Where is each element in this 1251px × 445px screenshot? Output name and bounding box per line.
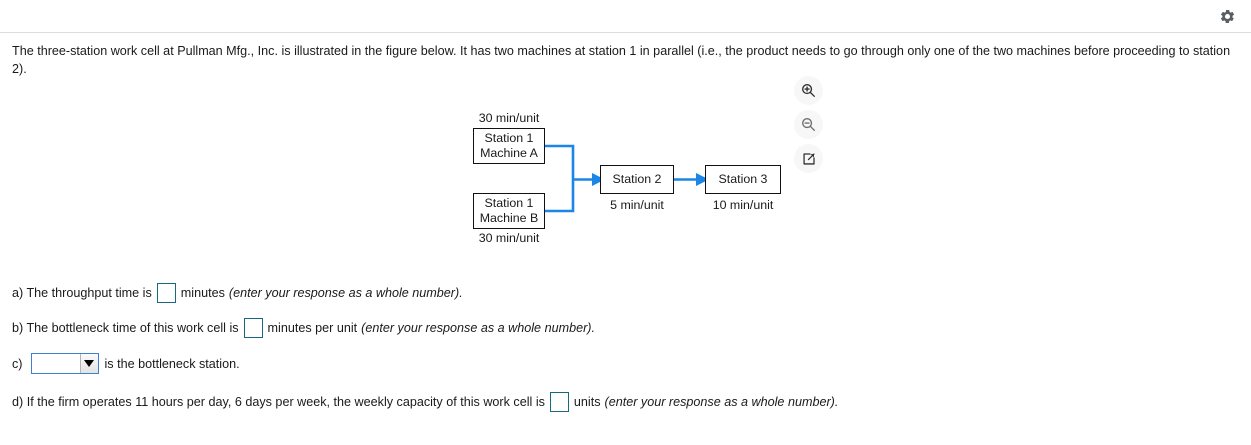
answer-a-unit: minutes <box>180 286 225 300</box>
settings-button[interactable] <box>1215 4 1239 28</box>
answer-d-unit: units <box>573 395 601 409</box>
machine-b-line1: Station 1 <box>484 196 534 210</box>
answer-row-b: b) The bottleneck time of this work cell… <box>12 318 595 338</box>
zoom-out-button[interactable] <box>794 110 823 139</box>
zoom-in-button[interactable] <box>794 76 823 105</box>
question-text: The three-station work cell at Pullman M… <box>12 44 1231 76</box>
open-in-new-window-icon <box>801 151 817 167</box>
answer-d-input[interactable] <box>549 392 569 412</box>
answer-b-input[interactable] <box>243 318 263 338</box>
zoom-out-icon <box>800 116 817 133</box>
machine-a-time-label: 30 min/unit <box>478 111 540 125</box>
machine-b-line2: Machine B <box>479 211 539 225</box>
open-in-new-window-button[interactable] <box>794 144 823 173</box>
chevron-down-icon <box>79 354 98 373</box>
answer-c-prefix: c) <box>12 356 23 371</box>
station-3-box: Station 3 <box>705 165 781 194</box>
work-cell-diagram: 30 min/unit Station 1 Machine A Station … <box>440 70 840 270</box>
bottleneck-station-select[interactable] <box>30 353 99 374</box>
answer-b-unit: minutes per unit <box>267 321 358 335</box>
station-3-line1: Station 3 <box>718 172 768 186</box>
answer-row-c: c) is the bottleneck station. <box>12 353 240 374</box>
machine-b-time-label: 30 min/unit <box>478 231 540 245</box>
diagram-connectors <box>545 144 709 213</box>
machine-a-line2: Machine A <box>480 146 538 160</box>
answer-a-hint: (enter your response as a whole number). <box>228 286 463 300</box>
station-3-time-label: 10 min/unit <box>712 198 774 212</box>
answer-b-hint: (enter your response as a whole number). <box>361 321 595 335</box>
bottleneck-station-value <box>32 354 80 373</box>
top-toolbar <box>0 0 1251 33</box>
answer-a-prefix: a) The throughput time is <box>12 286 152 300</box>
answer-d-prefix: d) If the firm operates 11 hours per day… <box>12 395 545 409</box>
machine-a-box: Station 1 Machine A <box>473 128 545 164</box>
answer-row-d: d) If the firm operates 11 hours per day… <box>12 392 838 412</box>
answer-b-prefix: b) The bottleneck time of this work cell… <box>12 321 239 335</box>
figure-tools <box>794 76 823 173</box>
answer-a-input[interactable] <box>156 283 176 303</box>
station-2-time-label: 5 min/unit <box>610 198 664 212</box>
answer-c-suffix: is the bottleneck station. <box>104 356 240 371</box>
station-2-line1: Station 2 <box>612 172 662 186</box>
gear-icon <box>1219 8 1236 25</box>
machine-a-line1: Station 1 <box>484 131 534 145</box>
answer-d-hint: (enter your response as a whole number). <box>604 395 839 409</box>
answer-row-a: a) The throughput time is minutes (enter… <box>12 283 463 303</box>
station-2-box: Station 2 <box>600 165 674 194</box>
machine-b-box: Station 1 Machine B <box>473 193 545 229</box>
zoom-in-icon <box>800 82 817 99</box>
